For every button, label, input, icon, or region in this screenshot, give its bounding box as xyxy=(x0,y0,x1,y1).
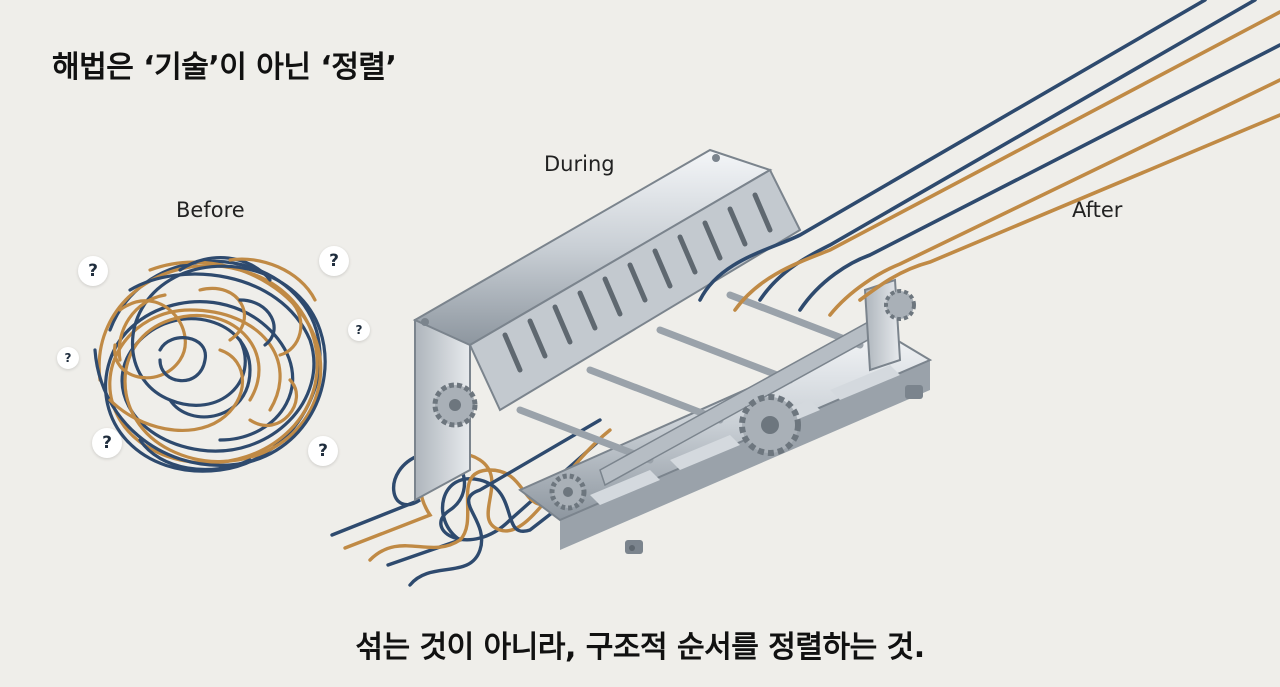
question-icon: ? xyxy=(78,256,108,286)
question-icon: ? xyxy=(92,428,122,458)
gear-icon xyxy=(432,289,916,511)
caption: 섞는 것이 아니라, 구조적 순서를 정렬하는 것. xyxy=(355,630,925,665)
question-icon: ? xyxy=(308,436,338,466)
aligned-strands xyxy=(698,0,1280,317)
question-icon: ? xyxy=(348,319,370,341)
stage-label-after: After xyxy=(1072,198,1123,222)
question-icon: ? xyxy=(57,347,79,369)
tangle-icon xyxy=(93,256,327,473)
page-title: 해법은 ‘기술’이 아닌 ‘정렬’ xyxy=(52,50,397,85)
stage-label-during: During xyxy=(544,152,615,176)
stage-label-before: Before xyxy=(176,198,245,222)
question-icon: ? xyxy=(319,246,349,276)
